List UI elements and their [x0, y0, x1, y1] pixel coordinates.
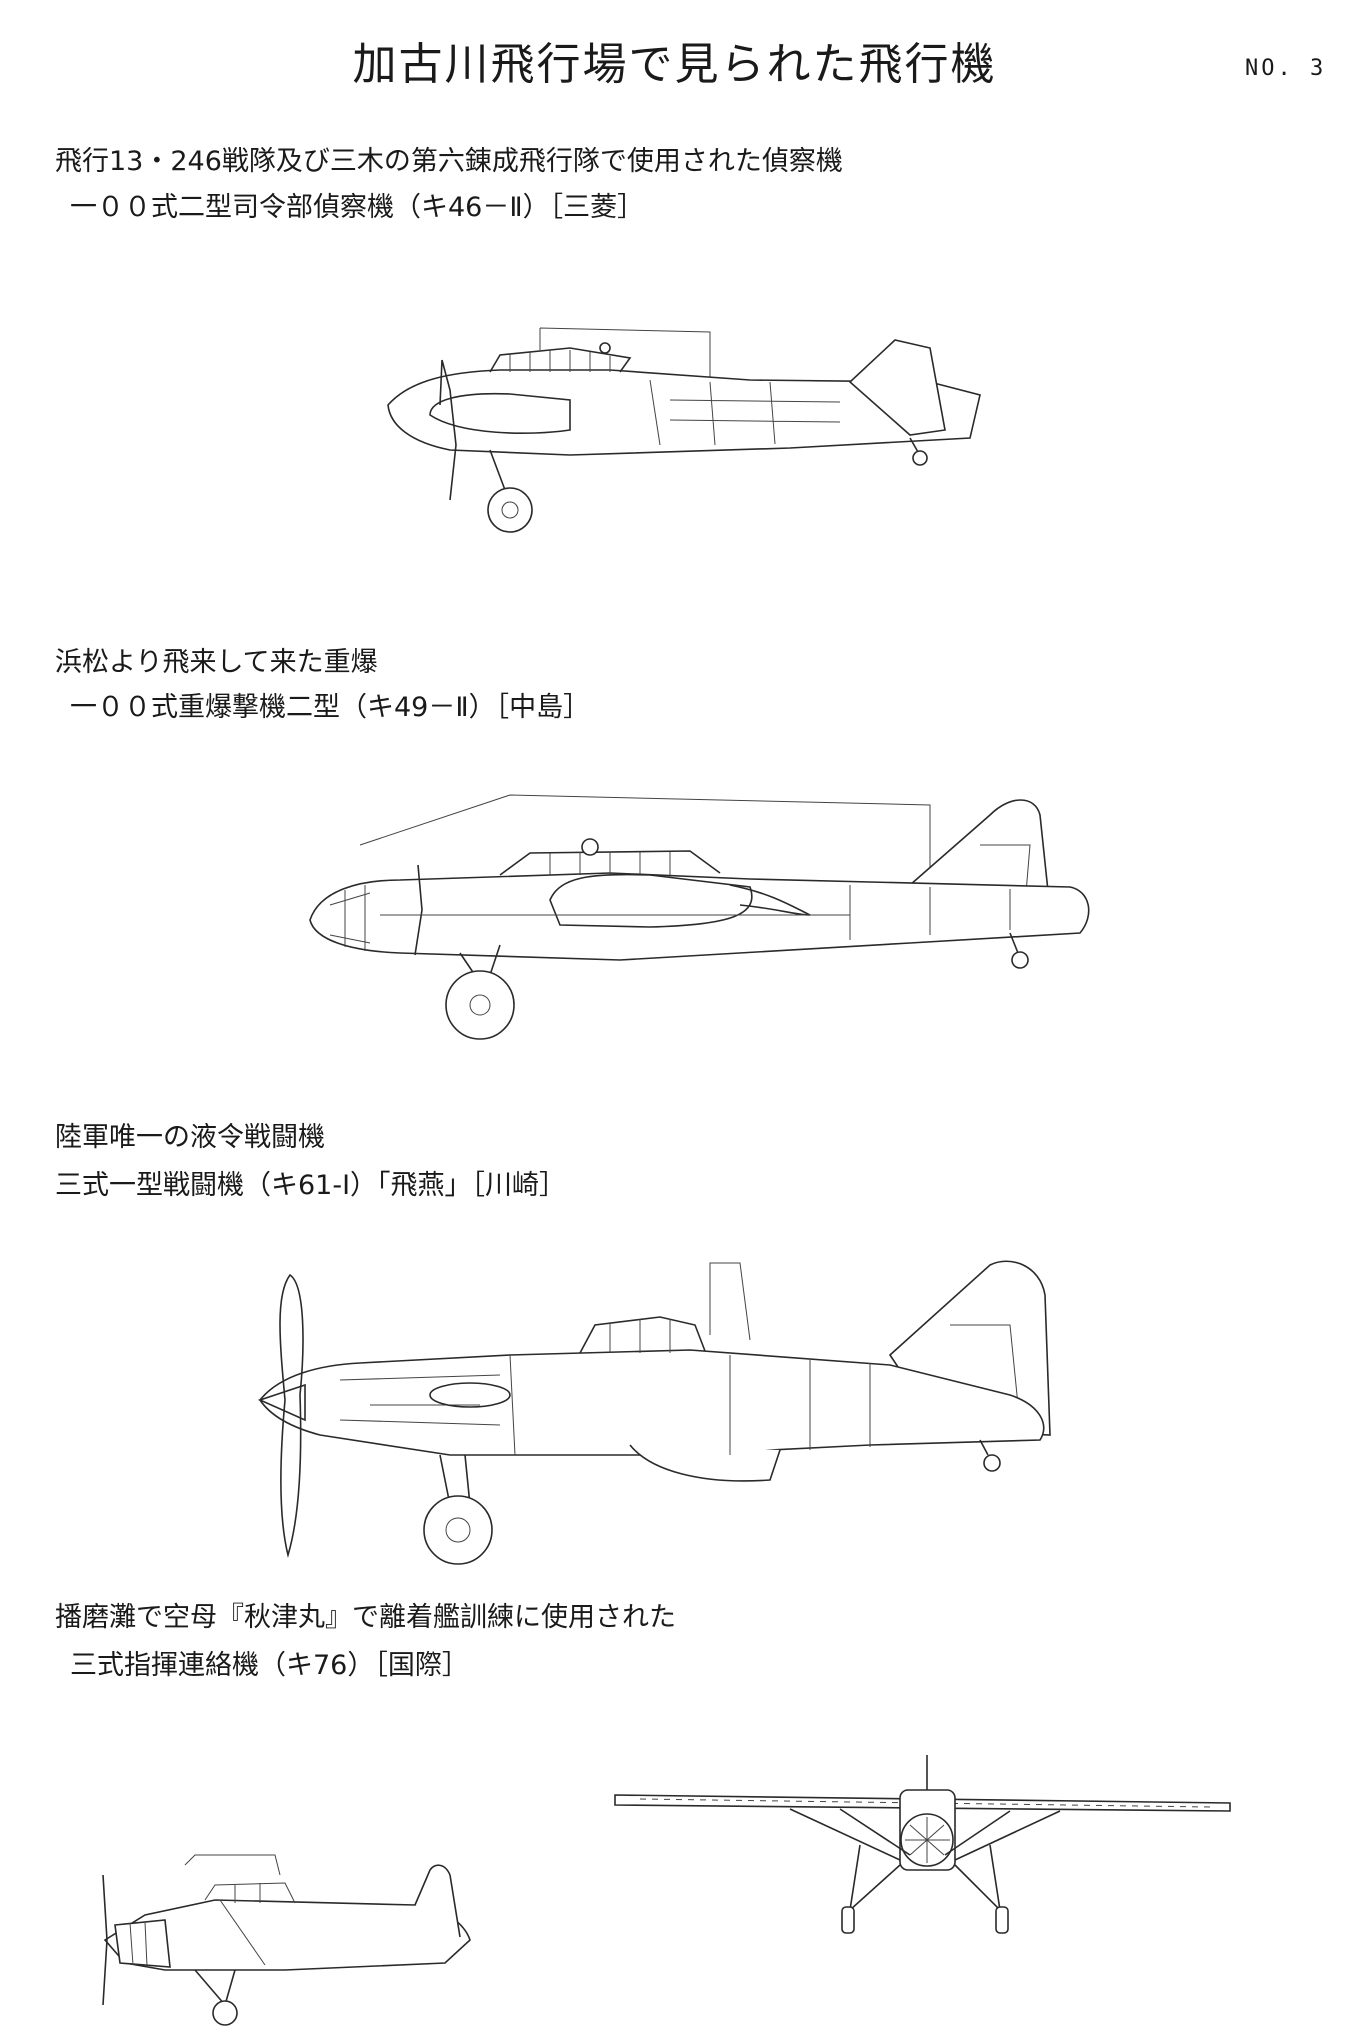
- section-1-heading: 飛行13・246戦隊及び三木の第六錬成飛行隊で使用された偵察機: [55, 146, 843, 177]
- section-3-heading: 陸軍唯一の液令戦闘機: [55, 1122, 325, 1153]
- section-1-aircraft-name: 一００式二型司令部偵察機（キ46－Ⅱ）［三菱］: [70, 192, 645, 223]
- ki-61-drawing: [250, 1255, 1080, 1605]
- ki-76-side-drawing: [85, 1845, 505, 2035]
- page-number: NO. 3: [1245, 56, 1327, 81]
- page-title: 加古川飛行場で見られた飛行機: [352, 39, 997, 90]
- section-4-heading: 播磨灘で空母『秋津丸』で離着艦訓練に使用された: [55, 1602, 676, 1633]
- ki-46-drawing: [370, 320, 1010, 550]
- section-2-aircraft-name: 一００式重爆撃機二型（キ49－Ⅱ）［中島］: [70, 692, 591, 723]
- section-3-aircraft-name: 三式一型戦闘機（キ61-Ⅰ）「飛燕」［川崎］: [55, 1170, 567, 1201]
- section-4-aircraft-name: 三式指揮連絡機（キ76）［国際］: [70, 1650, 469, 1681]
- ki-76-front-drawing: [610, 1745, 1240, 1945]
- ki-49-drawing: [290, 775, 1120, 1055]
- section-2-heading: 浜松より飛来して来た重爆: [55, 647, 378, 678]
